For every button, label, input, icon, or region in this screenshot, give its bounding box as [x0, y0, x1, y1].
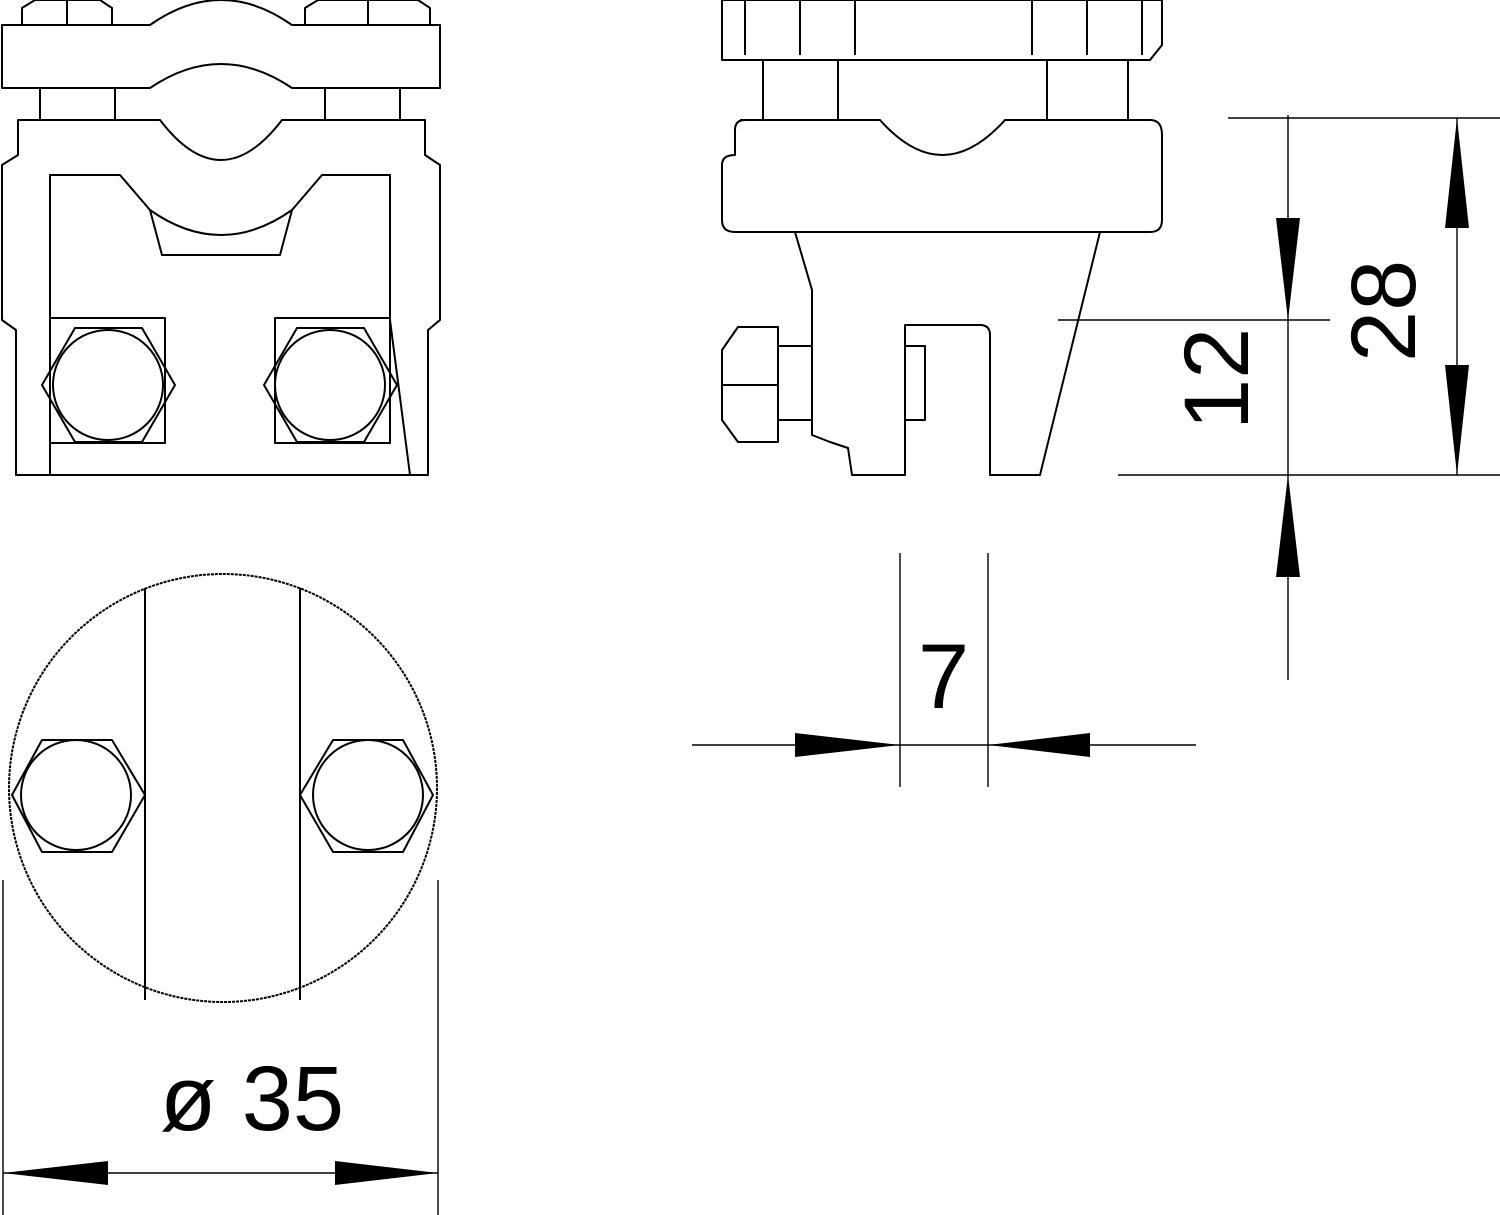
hex-nut-left — [11, 739, 146, 853]
top-nut-strip — [721, 0, 1163, 61]
diameter-label: ø 35 — [160, 1048, 344, 1150]
dimension-total-height: 28 — [1228, 117, 1500, 475]
upper-body — [721, 119, 1163, 233]
lower-body — [794, 231, 1101, 476]
side-bolt-tip — [904, 345, 926, 421]
hex-nut-right — [263, 327, 398, 443]
slot-width-label: 7 — [918, 626, 969, 728]
hex-nut-left — [41, 327, 176, 443]
side-bolt-head — [721, 326, 779, 443]
body — [1, 119, 441, 476]
bottom-view — [8, 573, 438, 1003]
total-height-label: 28 — [1333, 260, 1435, 362]
side-view — [721, 0, 1163, 476]
hex-nut-right — [299, 739, 434, 853]
top-nut-right — [304, 0, 431, 25]
dimension-slot-width: 7 — [692, 553, 1196, 787]
side-bolt-shank — [777, 345, 813, 421]
inner-cutout — [49, 174, 411, 476]
top-nut-left — [21, 0, 113, 25]
dimension-inner-height: 12 — [1058, 115, 1500, 680]
bolt-stems — [762, 60, 1129, 120]
bolt-stems — [39, 88, 401, 120]
clamp-bar — [1, 0, 441, 89]
inner-height-label: 12 — [1166, 328, 1268, 430]
dimension-diameter: ø 35 — [2, 880, 439, 1215]
round-base — [8, 573, 438, 1003]
front-view — [1, 0, 441, 476]
